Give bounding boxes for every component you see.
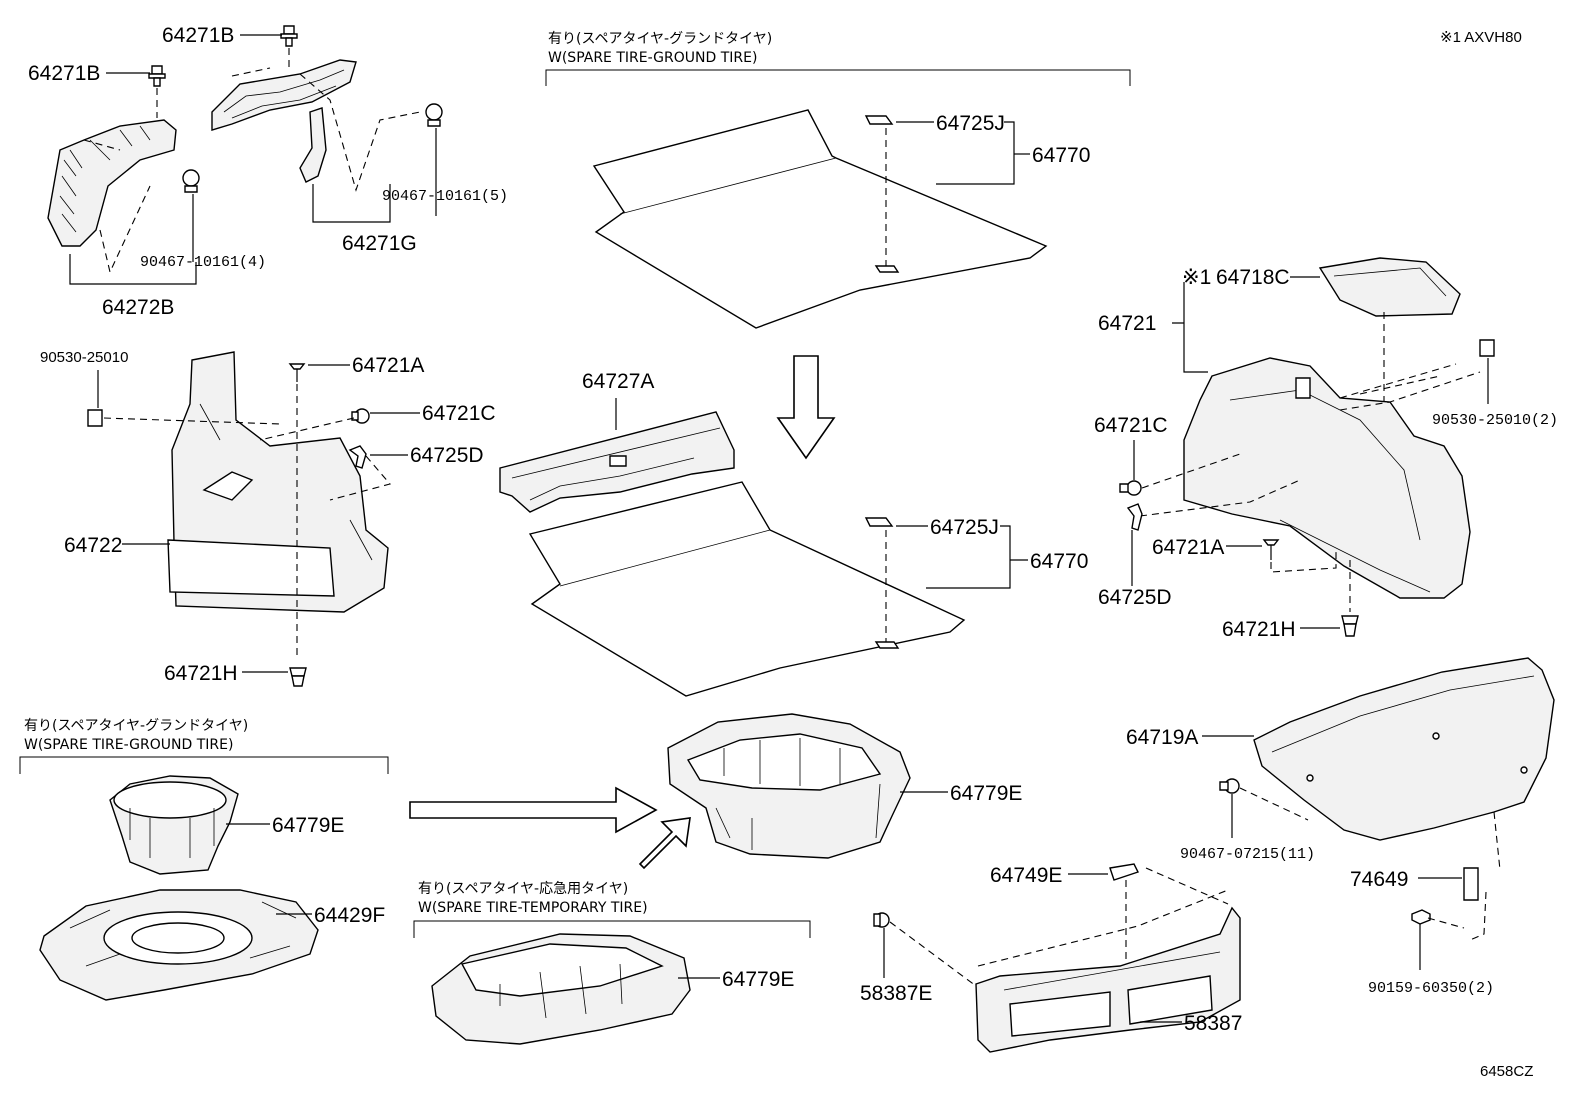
clip-64721C-left — [351, 408, 370, 424]
down-arrow — [776, 355, 836, 460]
panel-64271G — [211, 59, 357, 183]
clip-64721H-right — [1341, 615, 1359, 637]
callout-64721: 64721 — [1098, 312, 1156, 335]
callout-90467-10161-4: 90467-10161(4) — [140, 254, 266, 271]
callout-64779E-center: 64779E — [950, 782, 1022, 805]
screw-64721A-left — [288, 363, 306, 382]
tag-90530-right — [1479, 339, 1495, 357]
clip-64721C-right — [1119, 480, 1142, 496]
callout-mark-1: ※1 — [1182, 266, 1211, 289]
callout-64725J-top: 64725J — [936, 112, 1005, 135]
tray-64429F — [39, 889, 319, 1001]
callout-64725D-right: 64725D — [1098, 586, 1172, 609]
callout-64718C: 64718C — [1216, 266, 1290, 289]
callout-64721C-left: 64721C — [422, 402, 496, 425]
model-note: ※1 AXVH80 — [1440, 29, 1522, 46]
condition-temporary-tire: 有り(スペアタイヤ-応急用タイヤ) W(SPARE TIRE-TEMPORARY… — [413, 881, 811, 938]
callout-64721A-left: 64721A — [352, 354, 424, 377]
condition-bracket — [545, 69, 1131, 86]
callout-90530-25010-2: 90530-25010(2) — [1432, 412, 1558, 429]
clip-58387E — [873, 912, 890, 928]
callout-90530-25010: 90530-25010 — [40, 349, 128, 366]
trim-64722 — [167, 351, 389, 613]
box-64779E-center — [667, 713, 911, 859]
hook-64725J-top — [864, 115, 894, 125]
clip-90467-07215 — [1219, 778, 1240, 794]
clip-64725D-right — [1126, 503, 1143, 531]
callout-64721A-right: 64721A — [1152, 536, 1224, 559]
callout-64272B: 64272B — [102, 296, 174, 319]
callout-64779E-bottom: 64779E — [722, 968, 794, 991]
condition-ground-tire-left: 有り(スペアタイヤ-グランドタイヤ) W(SPARE TIRE-GROUND T… — [19, 718, 389, 774]
tag-90530 — [87, 409, 103, 427]
box-64779E-left — [109, 775, 239, 875]
screw-64721A-right — [1262, 539, 1280, 560]
callout-64722: 64722 — [64, 534, 122, 557]
right-arrow — [409, 786, 658, 834]
condition-bracket — [413, 920, 811, 938]
callout-58387E: 58387E — [860, 982, 932, 1005]
mat-64770-mid — [528, 481, 966, 697]
cover-64718C — [1318, 257, 1461, 317]
clip-64271B-top — [280, 25, 298, 47]
bracket-64749E — [1109, 863, 1139, 881]
callout-64271G: 64271G — [342, 232, 417, 255]
diagram-code: 6458CZ — [1480, 1063, 1533, 1080]
clip-64271B-left — [148, 65, 166, 87]
clip-90467-left — [182, 169, 200, 193]
callout-64721C-right: 64721C — [1094, 414, 1168, 437]
clip-90467-top — [425, 103, 443, 127]
condition-bracket — [19, 756, 389, 774]
callout-90467-07215-11: 90467-07215(11) — [1180, 846, 1315, 863]
condition-ground-tire-top-jp: 有り(スペアタイヤ-グランドタイヤ) — [548, 31, 772, 47]
bolt-90159 — [1411, 909, 1431, 970]
hook-64725J-mid — [864, 517, 894, 527]
callout-64727A: 64727A — [582, 370, 654, 393]
panel-64719A — [1253, 657, 1555, 841]
callout-64721H-right: 64721H — [1222, 618, 1296, 641]
callout-90467-10161-5: 90467-10161(5) — [382, 188, 508, 205]
trim-64721 — [1183, 357, 1471, 599]
condition-ground-tire-left-en: W(SPARE TIRE-GROUND TIRE) — [24, 737, 233, 753]
callout-64271B-left: 64271B — [28, 62, 100, 85]
scuff-plate-58387 — [975, 906, 1241, 1053]
bracket-74649 — [1463, 867, 1479, 901]
mat-64770-top — [592, 109, 1048, 329]
callout-64779E-left: 64779E — [272, 814, 344, 837]
box-64779E-bottom — [431, 933, 691, 1045]
callout-64770-mid: 64770 — [1030, 550, 1088, 573]
callout-64719A: 64719A — [1126, 726, 1198, 749]
callout-64271B-top: 64271B — [162, 24, 234, 47]
cover-64727A — [499, 411, 735, 513]
callout-64721H-left: 64721H — [164, 662, 238, 685]
panel-64272B — [47, 119, 177, 247]
clip-64725D-left — [348, 445, 367, 469]
callout-58387: 58387 — [1184, 1012, 1242, 1035]
callout-64725D-left: 64725D — [410, 444, 484, 467]
condition-temporary-tire-jp: 有り(スペアタイヤ-応急用タイヤ) — [418, 881, 628, 897]
callout-64725J-mid: 64725J — [930, 516, 999, 539]
clip-64721H-left — [289, 667, 307, 687]
callout-74649: 74649 — [1350, 868, 1408, 891]
diagonal-arrow — [638, 817, 691, 870]
condition-ground-tire-top-en: W(SPARE TIRE-GROUND TIRE) — [548, 50, 757, 66]
callout-64429F: 64429F — [314, 904, 385, 927]
callout-64749E: 64749E — [990, 864, 1062, 887]
condition-ground-tire-top: 有り(スペアタイヤ-グランドタイヤ) W(SPARE TIRE-GROUND T… — [545, 31, 1131, 86]
condition-temporary-tire-en: W(SPARE TIRE-TEMPORARY TIRE) — [418, 900, 648, 916]
condition-ground-tire-left-jp: 有り(スペアタイヤ-グランドタイヤ) — [24, 718, 248, 734]
callout-90159-60350-2: 90159-60350(2) — [1368, 980, 1494, 997]
callout-64770-top: 64770 — [1032, 144, 1090, 167]
